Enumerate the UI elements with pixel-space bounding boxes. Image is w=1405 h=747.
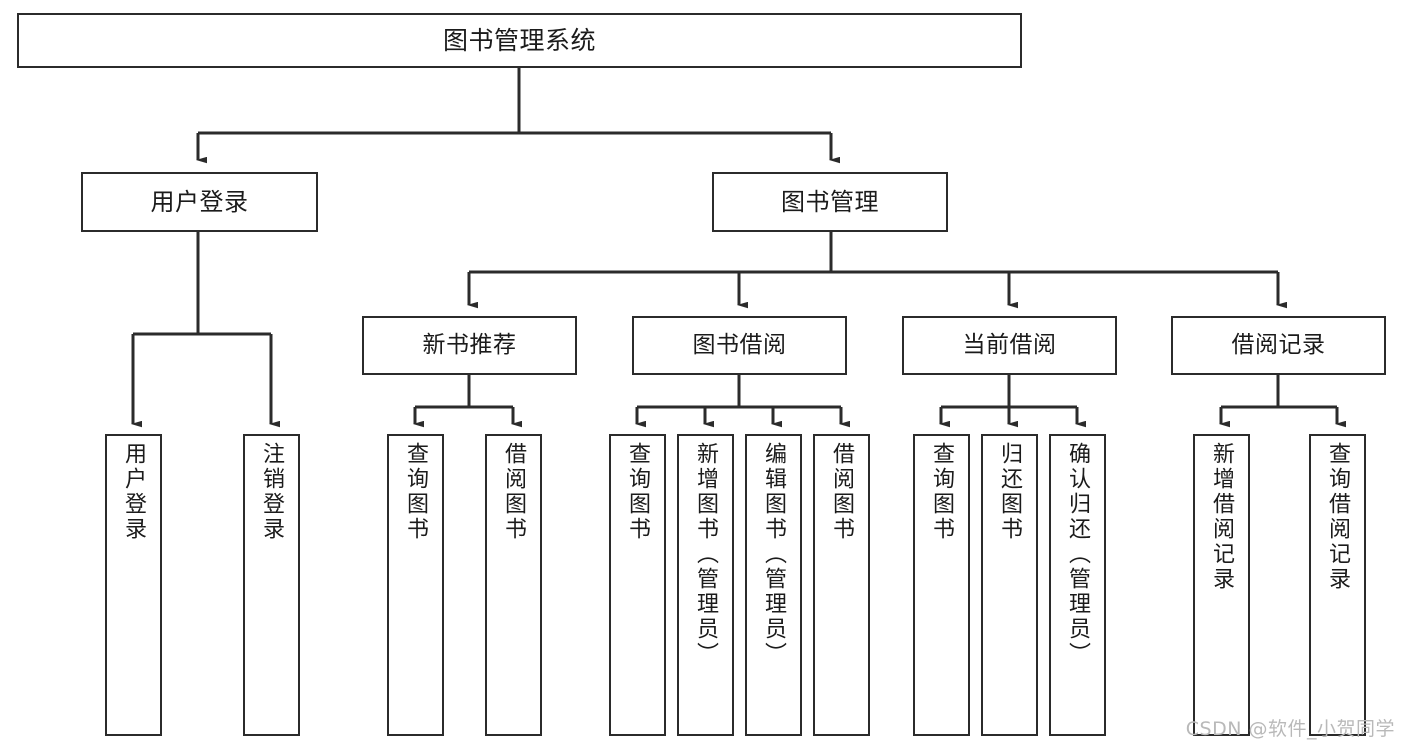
leaf-label: 用户登录 [121, 442, 147, 542]
leaf-label: 确认归还（管理员） [1065, 442, 1091, 667]
leaf-label: 查询图书 [625, 442, 651, 542]
leaf-user-login-signin[interactable]: 用户登录 [105, 434, 162, 736]
node-label: 图书管理 [781, 187, 879, 216]
leaf-label: 新增图书（管理员） [693, 442, 719, 667]
csdn-watermark: CSDN @软件_小贺同学 [1185, 718, 1395, 740]
node-book-management[interactable]: 图书管理 [712, 172, 948, 232]
leaf-label: 新增借阅记录 [1209, 442, 1235, 592]
leaf-book-borrow-edit-book-admin[interactable]: 编辑图书（管理员） [745, 434, 802, 736]
leaf-current-borrow-query-book[interactable]: 查询图书 [913, 434, 970, 736]
leaf-label: 查询借阅记录 [1325, 442, 1351, 592]
node-label: 图书管理系统 [442, 25, 596, 55]
node-current-borrowing[interactable]: 当前借阅 [902, 316, 1117, 375]
leaf-book-borrow-add-book-admin[interactable]: 新增图书（管理员） [677, 434, 734, 736]
node-book-borrowing[interactable]: 图书借阅 [632, 316, 847, 375]
node-label: 当前借阅 [962, 331, 1057, 358]
node-user-login[interactable]: 用户登录 [81, 172, 318, 232]
leaf-label: 查询图书 [403, 442, 429, 542]
node-new-book-recommendation[interactable]: 新书推荐 [362, 316, 577, 375]
leaf-current-borrow-return-book[interactable]: 归还图书 [981, 434, 1038, 736]
leaf-borrow-record-add-record[interactable]: 新增借阅记录 [1193, 434, 1250, 736]
node-label: 新书推荐 [422, 331, 517, 358]
leaf-new-book-borrow-book[interactable]: 借阅图书 [485, 434, 542, 736]
leaf-book-borrow-borrow-book[interactable]: 借阅图书 [813, 434, 870, 736]
node-label: 借阅记录 [1231, 331, 1326, 358]
node-label: 用户登录 [150, 187, 249, 216]
leaf-new-book-query-book[interactable]: 查询图书 [387, 434, 444, 736]
node-book-management-system[interactable]: 图书管理系统 [17, 13, 1022, 68]
leaf-user-login-signout[interactable]: 注销登录 [243, 434, 300, 736]
leaf-book-borrow-query-book[interactable]: 查询图书 [609, 434, 666, 736]
leaf-label: 编辑图书（管理员） [761, 442, 787, 667]
leaf-current-borrow-confirm-return-admin[interactable]: 确认归还（管理员） [1049, 434, 1106, 736]
node-borrowing-record[interactable]: 借阅记录 [1171, 316, 1386, 375]
leaf-label: 借阅图书 [501, 442, 527, 542]
leaf-borrow-record-query-record[interactable]: 查询借阅记录 [1309, 434, 1366, 736]
node-label: 图书借阅 [692, 331, 787, 358]
leaf-label: 查询图书 [929, 442, 955, 542]
leaf-label: 注销登录 [259, 442, 285, 542]
leaf-label: 借阅图书 [829, 442, 855, 542]
leaf-label: 归还图书 [997, 442, 1023, 542]
